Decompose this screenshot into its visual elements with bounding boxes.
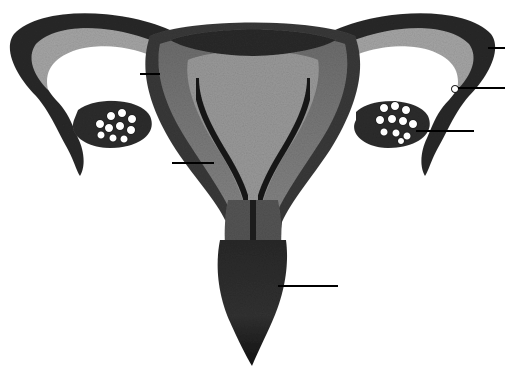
fallopian-tube-right-inner xyxy=(345,28,473,90)
vagina xyxy=(218,240,287,366)
fallopian-tube-left-inner xyxy=(32,28,160,90)
ovary-right xyxy=(354,101,430,148)
tube-marker-dot xyxy=(452,86,459,93)
ovary-left xyxy=(73,101,152,148)
